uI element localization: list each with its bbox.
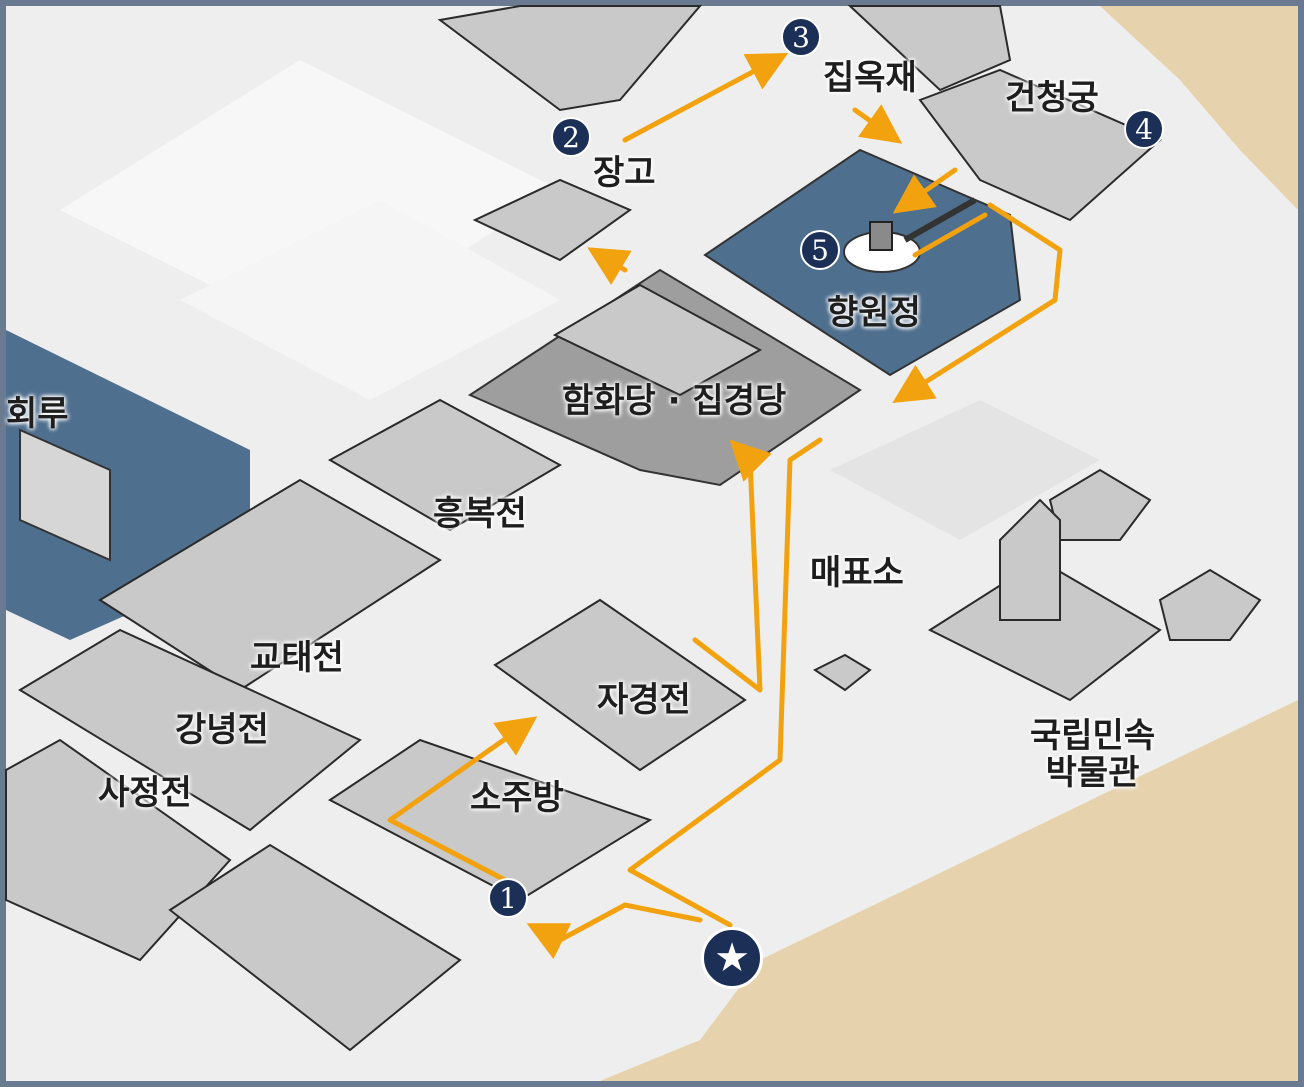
label-gyeonghoeru: 회루: [6, 394, 69, 434]
label-gyotaejeon: 교태전: [250, 638, 344, 678]
building-complexes: [5, 5, 1262, 1052]
label-gangnyeongjeon: 강녕전: [175, 710, 269, 750]
route-jipokjae-approach: [852, 104, 903, 144]
building-jagyeongjeon: [493, 598, 747, 772]
route-entry-to-hamhwadang: [627, 437, 823, 928]
marker-5: 5: [800, 230, 840, 270]
building-museum-hall-2: [1158, 568, 1262, 641]
marker-1: 1: [488, 878, 528, 918]
building-gangnyeongjeon: [18, 628, 362, 832]
sand-area-top-right: [1100, 6, 1298, 210]
building-sojubang: [328, 738, 653, 902]
label-museum-line-1: 국립민속: [1030, 716, 1156, 756]
marker-4: 4: [1124, 109, 1164, 149]
building-geoncheonggung: [918, 68, 1162, 222]
label-national-folk-museum: 국립민속 박물관: [1030, 716, 1156, 794]
route-jagyeongjeon-to-hamhwadang: [692, 439, 772, 693]
label-museum-line-2: 박물관: [1045, 753, 1140, 794]
label-jipokjae: 집옥재: [823, 58, 917, 98]
marker-2: 2: [551, 117, 591, 157]
building-ticket-booth: [813, 653, 872, 692]
sand-area-bottom-right: [600, 700, 1298, 1081]
label-maepyoso: 매표소: [810, 553, 904, 593]
chwihyanggyo-bridge: [903, 197, 977, 243]
building-heungbokjeon: [327, 398, 563, 532]
lawn-patch-3: [830, 400, 1100, 540]
label-janggo: 장고: [593, 153, 656, 193]
label-jagyeongjeon: 자경전: [597, 680, 691, 720]
label-hamhwadang: 함화당 · 집경당: [562, 381, 787, 421]
building-museum-pagoda: [999, 498, 1061, 621]
marker-3: 3: [781, 17, 821, 57]
building-hamhwadang: [552, 283, 763, 397]
lawn-patch-2: [180, 200, 560, 400]
label-sajeongjeon: 사정전: [98, 773, 192, 813]
route-bridge-crossing: [912, 212, 988, 258]
route-to-janggo: [587, 247, 632, 286]
label-geoncheonggung: 건청궁: [1005, 78, 1099, 118]
building-janggo: [472, 178, 633, 262]
building-bottom-left: [168, 843, 462, 1052]
hyangwonjeong-pavilion: [869, 221, 893, 251]
label-heungbokjeon: 흥복전: [433, 494, 527, 534]
label-hyangwonjeong: 향원정: [827, 293, 921, 333]
route-sojubang-to-jagyeongjeon: [387, 716, 538, 883]
start-star-icon: ★: [701, 927, 763, 989]
route-janggo-to-jipokjae: [622, 52, 789, 143]
building-gyotaejeon: [98, 478, 442, 692]
label-sojubang: 소주방: [470, 778, 564, 818]
route-hyangwonjeong-exit: [892, 202, 1063, 404]
building-jipokjae: [847, 5, 1012, 92]
walking-route: [387, 52, 1063, 960]
route-to-sojubang: [526, 902, 703, 960]
route-geoncheonggung-to-hyangwonjeong: [892, 167, 958, 214]
gyeonghoeru-pavilion: [19, 428, 111, 562]
lawn-patch-1: [60, 60, 560, 340]
building-top-center: [437, 5, 703, 112]
